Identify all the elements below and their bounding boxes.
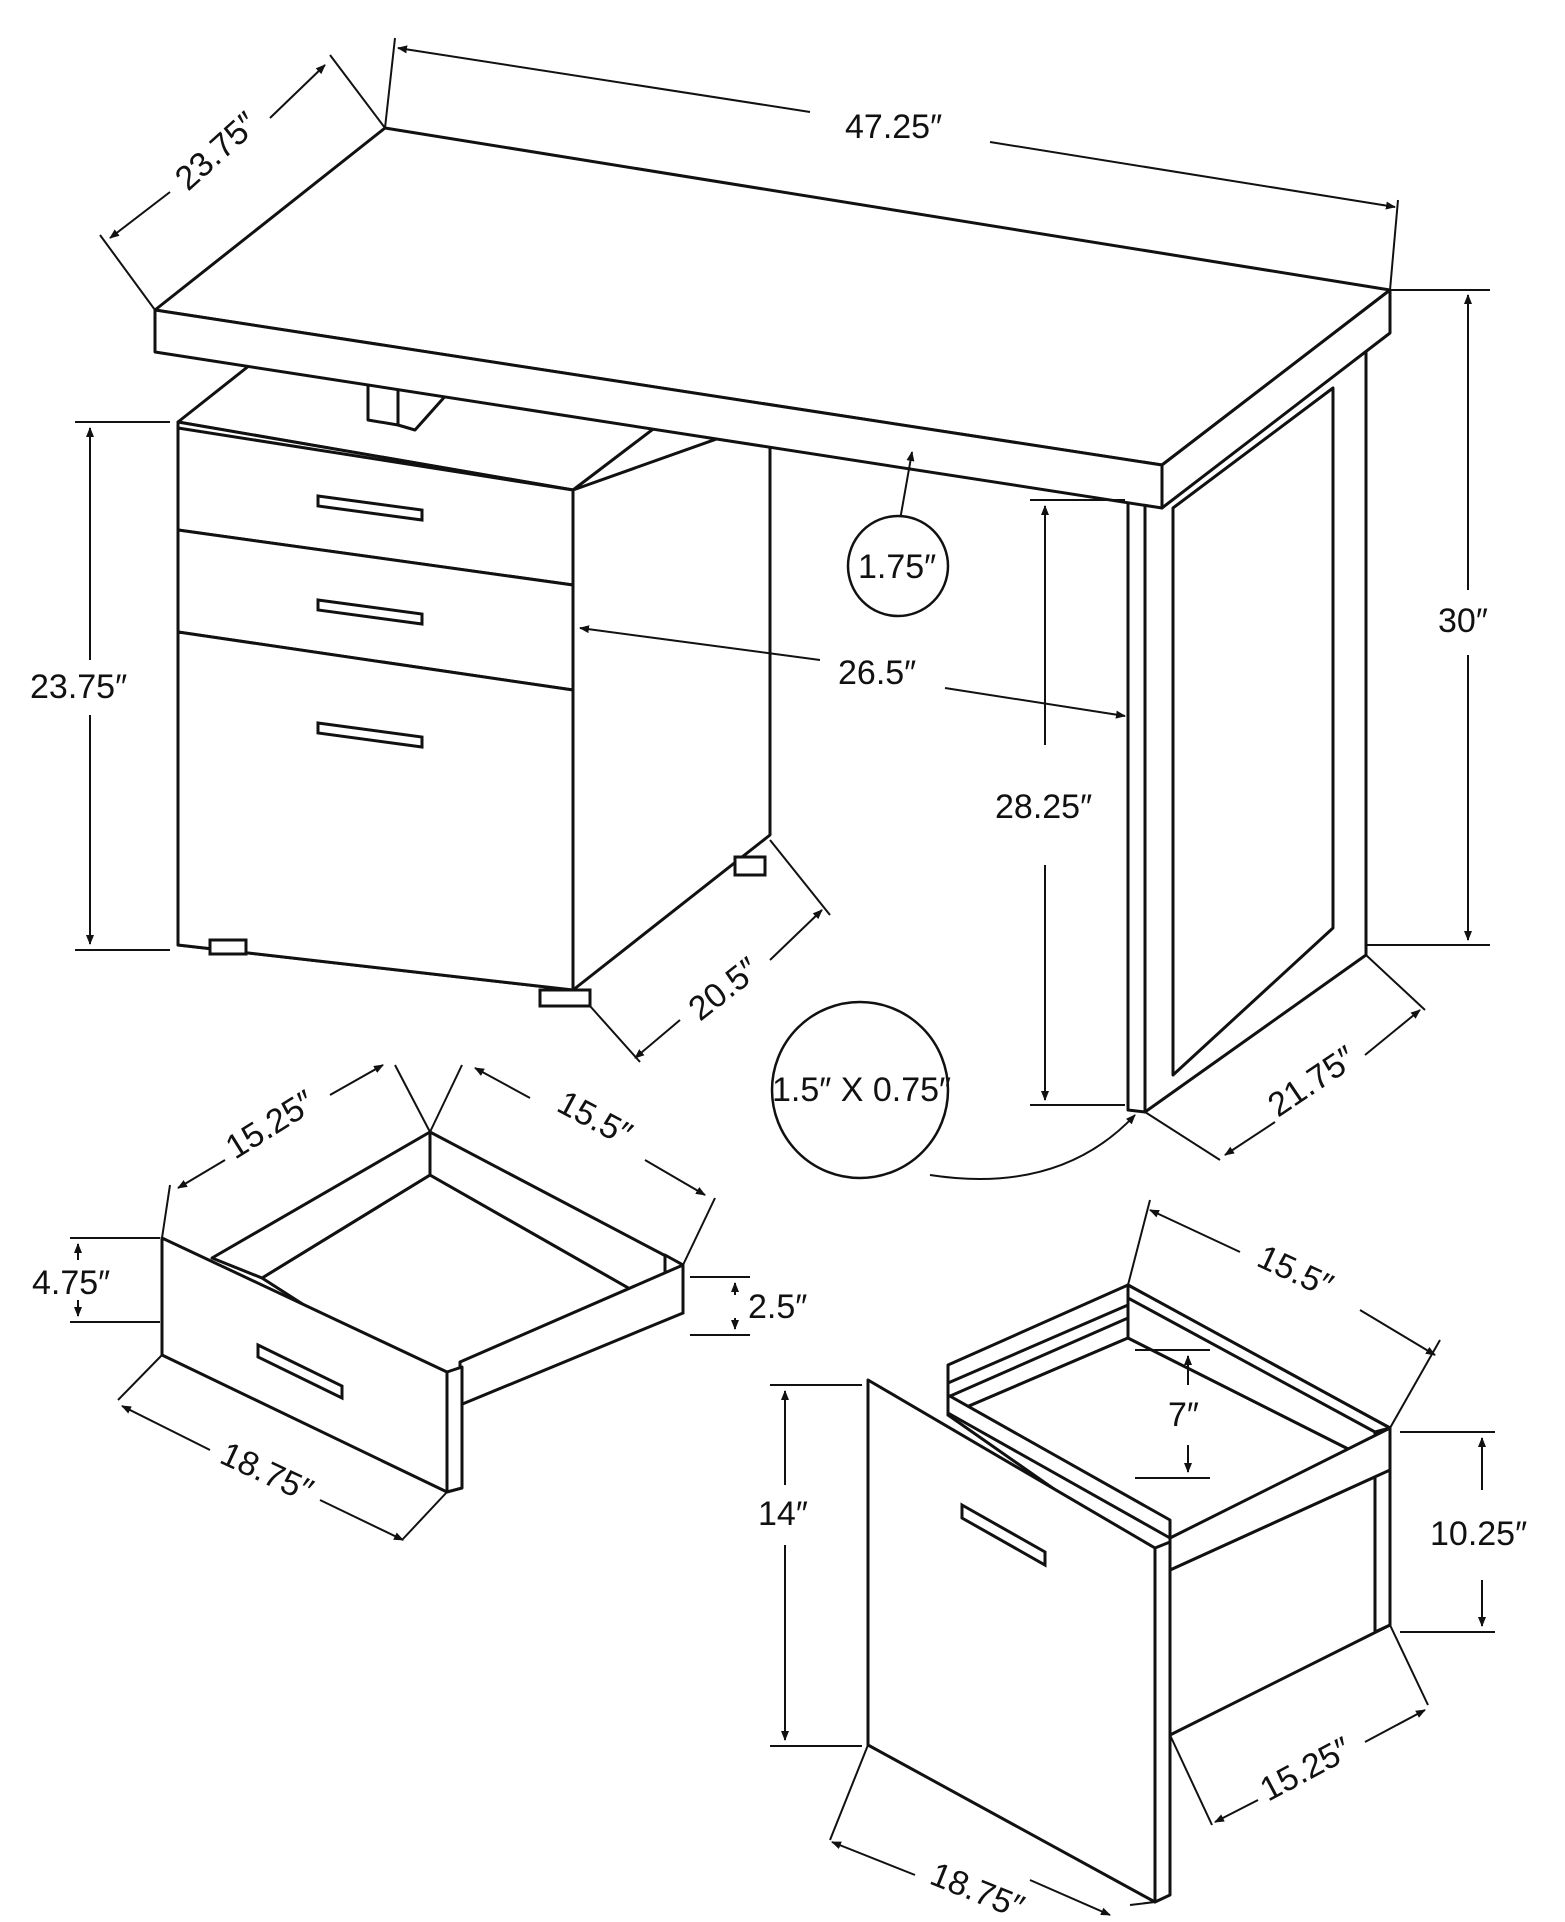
desk-height-label: 30″ xyxy=(1438,602,1488,640)
file-drawer-top-rail xyxy=(1126,1283,1392,1434)
kneehole-width-label: 26.5″ xyxy=(838,654,916,692)
leg-profile-callout xyxy=(770,1000,950,1180)
file-drawer-inner-height-label: 7″ xyxy=(1168,1396,1199,1434)
drawer-3-handle xyxy=(316,721,424,749)
top-thickness-callout xyxy=(846,514,950,618)
file-drawer-front-width-label: 18.75″ xyxy=(925,1855,1029,1922)
pedestal-depth-label: 20.5″ xyxy=(682,950,767,1028)
leg-opening xyxy=(1171,386,1335,1077)
small-drawer-inner-width-label: 15.25″ xyxy=(219,1083,322,1167)
leg-front-post xyxy=(1126,498,1147,1114)
leg-depth-label: 21.75″ xyxy=(1261,1039,1363,1125)
foot-front xyxy=(538,988,592,1008)
desk-width-label: 47.25″ xyxy=(845,108,942,146)
kneehole-height-label: 28.25″ xyxy=(995,788,1092,826)
file-drawer-front-edge xyxy=(1153,1540,1172,1904)
top-thickness-label: 1.75″ xyxy=(858,548,936,586)
pedestal-side xyxy=(571,418,772,992)
leg-profile-label: 1.5″ X 0.75″ xyxy=(772,1071,951,1109)
small-drawer-handle xyxy=(256,1342,344,1401)
file-drawer-handle xyxy=(960,1502,1047,1568)
small-drawer-front-height-label: 4.75″ xyxy=(32,1264,110,1302)
small-drawer-inner-depth-label: 15.5″ xyxy=(551,1084,638,1154)
foot-back xyxy=(733,855,767,877)
file-drawer-drawing xyxy=(866,1283,1392,1904)
drawer-1-handle xyxy=(316,494,424,522)
drawer-2-handle xyxy=(316,598,424,626)
small-drawer-front-edge xyxy=(445,1365,464,1494)
foot-left xyxy=(208,938,248,956)
file-drawer-inner-width-label: 15.25″ xyxy=(1254,1730,1358,1809)
desk-depth-label: 23.75″ xyxy=(168,105,266,198)
file-drawer-depth-label: 15.5″ xyxy=(1252,1238,1339,1305)
file-drawer-front-height-label: 14″ xyxy=(758,1495,808,1533)
pedestal-height-label: 23.75″ xyxy=(30,668,127,706)
pedestal-drawer-3 xyxy=(176,630,575,992)
small-drawer-front-width-label: 18.75″ xyxy=(215,1435,319,1510)
small-drawer-drawing xyxy=(160,1130,685,1494)
desk-top-side-edge xyxy=(1160,288,1392,510)
small-drawer-side-height-label: 2.5″ xyxy=(748,1288,807,1326)
file-drawer-side-height-label: 10.25″ xyxy=(1430,1515,1527,1553)
desk-drawing xyxy=(153,126,1392,1114)
file-drawer-upper-rail xyxy=(946,1393,1172,1540)
